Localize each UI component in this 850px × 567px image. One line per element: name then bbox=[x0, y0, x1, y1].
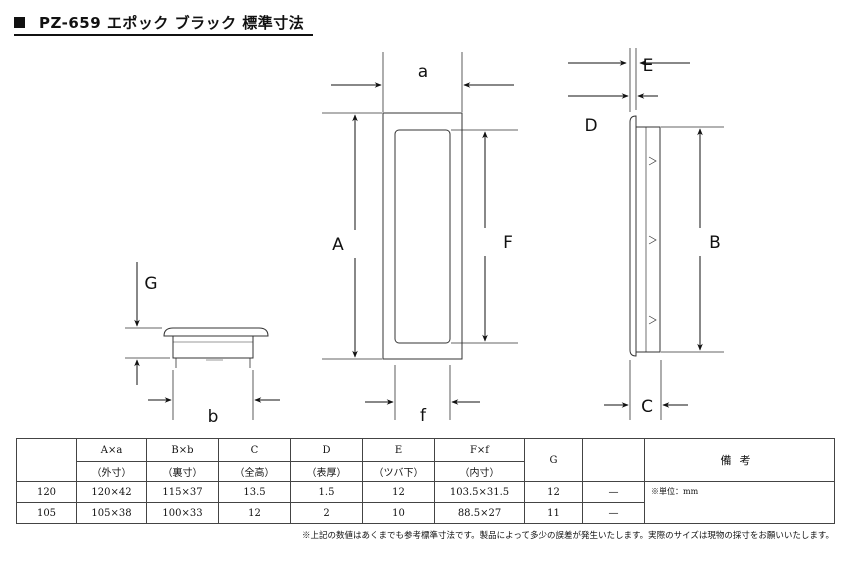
dim-label-C: C bbox=[641, 397, 653, 417]
table-cell: 12 bbox=[524, 481, 583, 503]
side-dimension-arrows bbox=[568, 60, 703, 408]
page-title-text: PZ-659 エポック ブラック 標準寸法 bbox=[39, 14, 305, 32]
table-header-row: （外寸） （裏寸） （全高） （表厚） （ツバ下） （内寸） bbox=[17, 461, 835, 482]
dimension-table: A×a B×b C D E F×f G 備考 （外寸） （裏寸） （全高） （表… bbox=[16, 438, 835, 524]
table-header-cell: A×a bbox=[76, 438, 147, 462]
table-cell: 11 bbox=[524, 502, 583, 524]
title-square-icon bbox=[14, 17, 25, 28]
front-dimension-arrows bbox=[331, 82, 514, 405]
table-header-cell: C bbox=[218, 438, 291, 462]
table-header-cell bbox=[16, 438, 77, 482]
dim-label-E: E bbox=[643, 56, 654, 76]
front-inner-recess bbox=[394, 129, 451, 344]
table-header-sub: （外寸） bbox=[76, 461, 147, 482]
bottom-flange bbox=[163, 327, 269, 337]
side-clip-3 bbox=[648, 315, 657, 325]
table-header-sub: （裏寸） bbox=[146, 461, 219, 482]
table-cell: 105 bbox=[16, 502, 77, 524]
bottom-body bbox=[172, 336, 254, 359]
front-extension-lines bbox=[322, 52, 518, 420]
table-cell: 120×42 bbox=[76, 481, 147, 503]
table-header-sub: （全高） bbox=[218, 461, 291, 482]
table-cell: 13.5 bbox=[218, 481, 291, 503]
table-cell: 1.5 bbox=[290, 481, 363, 503]
table-header-cell bbox=[582, 438, 645, 482]
dim-label-B: B bbox=[709, 233, 721, 253]
table-cell: 115×37 bbox=[146, 481, 219, 503]
dim-label-A: A bbox=[332, 235, 344, 255]
side-clip-1 bbox=[648, 156, 657, 166]
side-clip-2 bbox=[648, 235, 657, 245]
dim-label-a: a bbox=[418, 62, 428, 82]
side-body bbox=[636, 126, 661, 353]
table-cell: 103.5×31.5 bbox=[434, 481, 525, 503]
dim-label-D: D bbox=[584, 116, 597, 136]
table-cell: 88.5×27 bbox=[434, 502, 525, 524]
table-cell: 10 bbox=[362, 502, 435, 524]
table-row: 105 105×38 100×33 12 2 10 88.5×27 11 — bbox=[16, 502, 835, 524]
table-cell: 12 bbox=[362, 481, 435, 503]
table-cell: 12 bbox=[218, 502, 291, 524]
table-header-sub: （内寸） bbox=[434, 461, 525, 482]
table-header-sub: （表厚） bbox=[290, 461, 363, 482]
table-header-cell: E bbox=[362, 438, 435, 462]
table-header-remarks: 備考 bbox=[644, 438, 835, 482]
table-cell: — bbox=[582, 481, 645, 503]
dim-label-f: f bbox=[420, 406, 427, 426]
front-outer-outline bbox=[382, 112, 463, 360]
dim-label-b: b bbox=[208, 407, 219, 427]
side-flange bbox=[629, 115, 637, 357]
side-extension-lines bbox=[629, 48, 724, 420]
page-title: PZ-659 エポック ブラック 標準寸法 bbox=[14, 12, 304, 33]
title-underline bbox=[14, 34, 313, 36]
footnote: ※上記の数値はあくまでも参考標準寸法です。製品によって多少の誤差が発生いたします… bbox=[301, 531, 834, 541]
dim-label-G: G bbox=[144, 274, 157, 294]
dim-label-F: F bbox=[503, 233, 513, 253]
table-cell: 100×33 bbox=[146, 502, 219, 524]
table-note: ※単位：mm bbox=[644, 481, 835, 524]
side-view bbox=[629, 115, 661, 357]
bottom-dimension-arrows bbox=[134, 262, 280, 403]
table-cell: 2 bbox=[290, 502, 363, 524]
table-row: 120 120×42 115×37 13.5 1.5 12 103.5×31.5… bbox=[16, 481, 835, 524]
table-header-row: A×a B×b C D E F×f G 備考 bbox=[16, 438, 835, 482]
bottom-view bbox=[163, 327, 269, 368]
table-cell: 120 bbox=[16, 481, 77, 503]
table-cell: 105×38 bbox=[76, 502, 147, 524]
table-header-cell: D bbox=[290, 438, 363, 462]
table-header-cell: G bbox=[524, 438, 583, 482]
table-header-cell: F×f bbox=[434, 438, 525, 462]
front-view bbox=[382, 112, 463, 360]
table-cell: — bbox=[582, 502, 645, 524]
table-header-cell: B×b bbox=[146, 438, 219, 462]
table-header-sub: （ツバ下） bbox=[362, 461, 435, 482]
bottom-extension-lines bbox=[125, 327, 254, 420]
